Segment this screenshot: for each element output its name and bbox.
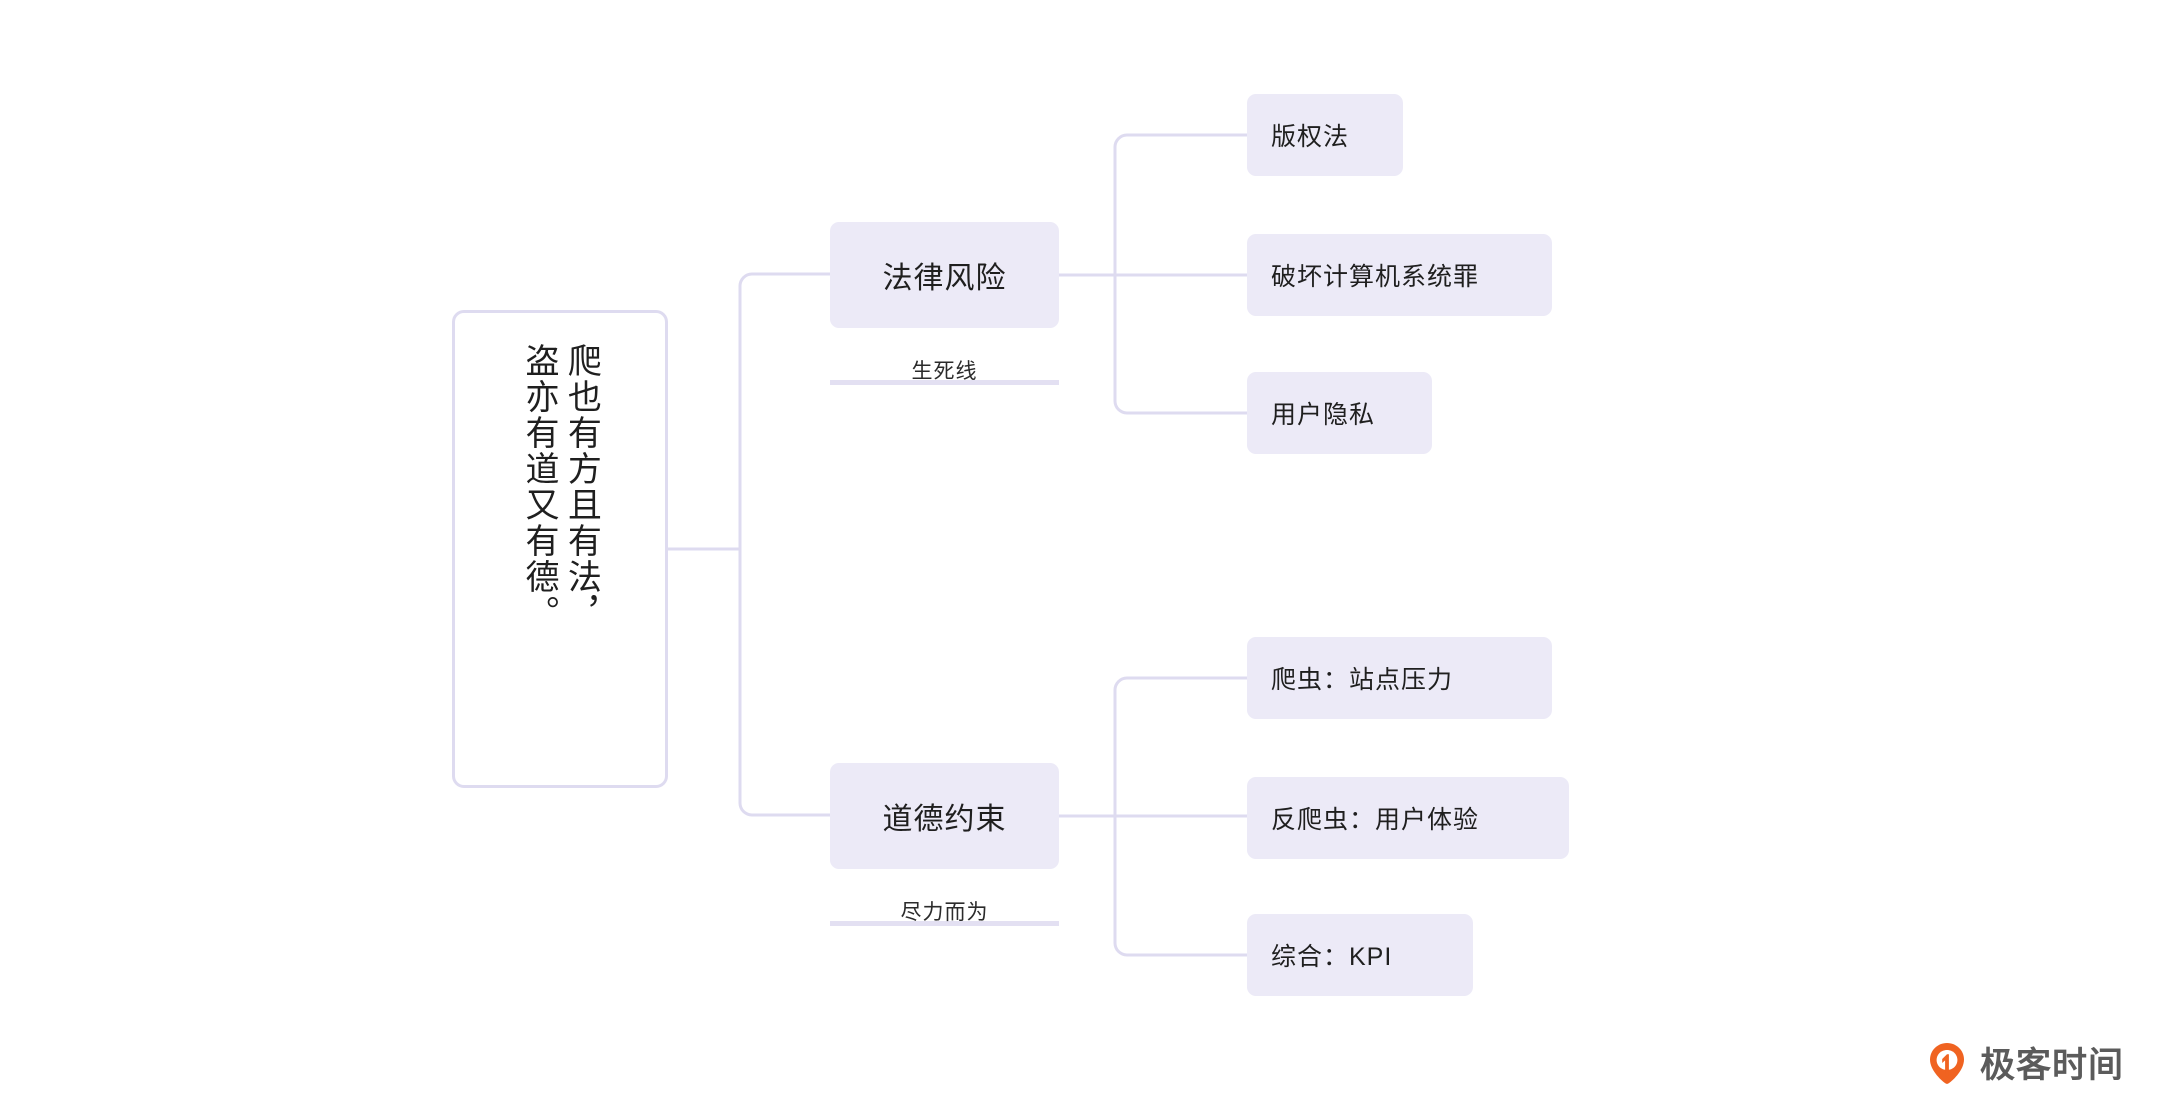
root-text-column-2: 盗亦有道又有德。 xyxy=(520,343,558,631)
leaf-node-crawler-site-pressure[interactable]: 爬虫：站点压力 xyxy=(1247,637,1552,719)
branch-node-legal-risk[interactable]: 法律风险 xyxy=(830,222,1059,328)
watermark: 极客时间 xyxy=(1925,1037,2124,1088)
connector-legal-risk-to-copyright xyxy=(1113,133,1249,277)
leaf-node-copyright-law[interactable]: 版权法 xyxy=(1247,94,1403,176)
branch-caption-ethical-constraint: 尽力而为 xyxy=(830,896,1059,926)
branch-node-ethical-constraint[interactable]: 道德约束 xyxy=(830,763,1059,869)
watermark-brand: 极客时间 xyxy=(1979,1046,2124,1085)
connector-ethical-to-crawler-pressure xyxy=(1113,676,1249,818)
geektime-pin-icon xyxy=(1929,1042,1964,1084)
leaf-node-user-privacy[interactable]: 用户隐私 xyxy=(1247,372,1432,454)
leaf-node-computer-system-crime[interactable]: 破坏计算机系统罪 xyxy=(1247,234,1552,316)
connector-root-to-ethical xyxy=(738,547,832,817)
root-node[interactable]: 爬也有方且有法， 盗亦有道又有德。 xyxy=(452,310,668,788)
connector-ethical-to-kpi xyxy=(1113,814,1249,957)
leaf-node-anti-crawler-ux[interactable]: 反爬虫：用户体验 xyxy=(1247,777,1569,859)
root-text-column-1: 爬也有方且有法， xyxy=(562,343,601,631)
leaf-node-overall-kpi[interactable]: 综合：KPI xyxy=(1247,914,1473,996)
branch-caption-legal-risk: 生死线 xyxy=(830,355,1059,385)
connector-root-to-legal-risk xyxy=(738,272,832,551)
connector-legal-risk-to-privacy xyxy=(1113,273,1249,415)
